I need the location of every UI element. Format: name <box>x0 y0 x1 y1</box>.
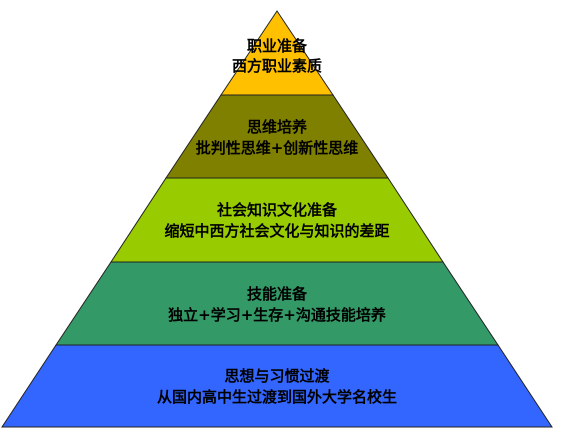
tier-2-subtitle: 批判性思维+创新性思维 <box>196 139 359 157</box>
pyramid-tier-5 <box>1 344 553 428</box>
tier-2-title: 思维培养 <box>247 118 308 136</box>
tier-5-title: 思想与习惯过渡 <box>224 367 330 385</box>
tier-3-title: 社会知识文化准备 <box>216 201 338 219</box>
tier-1-subtitle: 西方职业素质 <box>232 57 322 75</box>
tier-1-title: 职业准备 <box>247 37 308 55</box>
tier-3-subtitle: 缩短中西方社会文化与知识的差距 <box>164 222 389 240</box>
tier-5-subtitle: 从国内高中生过渡到国外大学名校生 <box>157 388 397 406</box>
pyramid-tier-2 <box>165 94 389 179</box>
tier-4-subtitle: 独立+学习+生存+沟通技能培养 <box>168 306 387 324</box>
pyramid-tier-4 <box>55 261 499 346</box>
tier-4-title: 技能准备 <box>247 285 308 303</box>
pyramid-tier-3 <box>110 177 444 263</box>
